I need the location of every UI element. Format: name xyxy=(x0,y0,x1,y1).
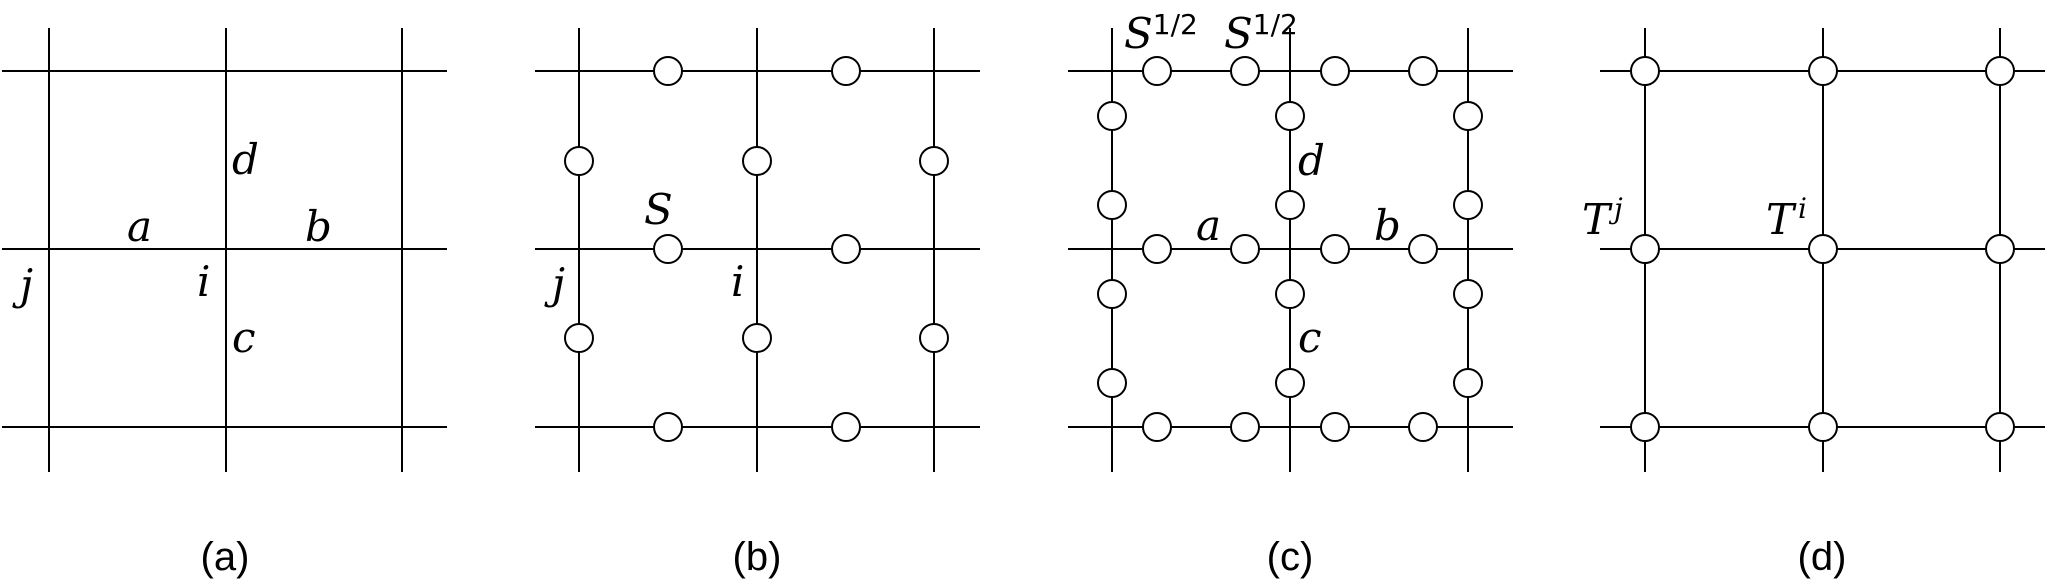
panel-b-node xyxy=(831,56,861,86)
panel-c-node xyxy=(1097,190,1127,220)
panel-c-node xyxy=(1097,368,1127,398)
panel-b-caption: (b) xyxy=(733,535,782,579)
panel-c-label-S-half-1: S1/2 xyxy=(1124,8,1198,58)
panel-d-label-Ti-base: T xyxy=(1766,195,1797,244)
panel-c-label-S-half-2-base: S xyxy=(1224,9,1253,58)
panel-c-node xyxy=(1230,412,1260,442)
panel-a-label-a: a xyxy=(127,202,152,251)
panel-c-node xyxy=(1320,234,1350,264)
panel-d-node xyxy=(1985,234,2015,264)
panel-c-node xyxy=(1230,56,1260,86)
panel-d-label-Tj-base: T xyxy=(1582,195,1613,244)
panel-c-node xyxy=(1408,234,1438,264)
panel-b-node xyxy=(919,323,949,353)
panel-a-label-b: b xyxy=(305,202,332,251)
panel-c: S1/2 S1/2 d a b c (c) xyxy=(1068,8,1513,579)
panel-b-node xyxy=(653,412,683,442)
panel-d-node xyxy=(1808,412,1838,442)
panel-c-nodes xyxy=(1097,56,1483,442)
panel-c-node xyxy=(1275,190,1305,220)
panel-c-node xyxy=(1275,279,1305,309)
panel-a-grid xyxy=(2,28,447,472)
panel-b-nodes xyxy=(564,56,949,442)
panel-d-node xyxy=(1630,56,1660,86)
panel-c-node xyxy=(1453,368,1483,398)
panel-d-node xyxy=(1808,234,1838,264)
panel-a-label-i: i xyxy=(197,257,210,306)
panel-a-label-d: d xyxy=(232,135,259,184)
panel-c-node xyxy=(1320,412,1350,442)
panel-c-node xyxy=(1097,101,1127,131)
panel-d-node xyxy=(1985,56,2015,86)
panel-c-caption: (c) xyxy=(1267,535,1314,579)
panel-d-node xyxy=(1808,56,1838,86)
panel-c-node xyxy=(1408,56,1438,86)
panel-c-node xyxy=(1275,101,1305,131)
panel-d-node xyxy=(1985,412,2015,442)
panel-c-node xyxy=(1408,412,1438,442)
panel-a-label-j: j xyxy=(12,260,33,309)
panel-c-grid xyxy=(1068,28,1513,472)
panel-c-node xyxy=(1142,56,1172,86)
panel-c-label-b: b xyxy=(1374,201,1401,250)
panel-a-caption: (a) xyxy=(201,535,250,579)
panel-d-label-Ti-sup: i xyxy=(1798,192,1807,225)
panel-b: S j i (b) xyxy=(535,28,980,579)
panel-c-label-a: a xyxy=(1196,201,1221,250)
panel-c-node xyxy=(1453,279,1483,309)
panel-c-node xyxy=(1230,234,1260,264)
panel-b-node xyxy=(919,146,949,176)
panel-c-node xyxy=(1320,56,1350,86)
panel-c-label-c: c xyxy=(1298,313,1322,362)
panel-c-node xyxy=(1142,234,1172,264)
panel-c-label-S-half-1-base: S xyxy=(1124,9,1153,58)
panel-b-node xyxy=(831,412,861,442)
panel-c-label-S-half-1-exponent: 1/2 xyxy=(1153,8,1198,41)
panel-b-node xyxy=(831,234,861,264)
panel-b-node xyxy=(564,323,594,353)
panel-c-node xyxy=(1453,101,1483,131)
panel-a: d a b j i c (a) xyxy=(2,28,447,579)
panel-b-node xyxy=(653,56,683,86)
panel-b-label-j: j xyxy=(544,259,565,308)
panel-b-grid xyxy=(535,28,980,472)
panel-c-label-d: d xyxy=(1298,136,1325,185)
panel-a-label-c: c xyxy=(232,313,256,362)
panel-d-nodes xyxy=(1630,56,2015,442)
panel-c-node xyxy=(1453,190,1483,220)
panel-b-node xyxy=(742,146,772,176)
panel-d-node xyxy=(1630,234,1660,264)
panel-c-label-S-half-2: S1/2 xyxy=(1224,8,1298,58)
panel-b-label-S: S xyxy=(644,185,673,234)
panel-c-node xyxy=(1097,279,1127,309)
panel-c-label-S-half-2-exponent: 1/2 xyxy=(1253,8,1298,41)
panel-b-node xyxy=(653,234,683,264)
panel-b-label-i: i xyxy=(731,257,744,306)
panel-d-caption: (d) xyxy=(1798,535,1847,579)
panel-d-node xyxy=(1630,412,1660,442)
panel-d-label-Tj-sup: j xyxy=(1608,192,1623,225)
panel-b-node xyxy=(742,323,772,353)
panel-c-node xyxy=(1142,412,1172,442)
panel-b-node xyxy=(564,146,594,176)
panel-c-node xyxy=(1275,368,1305,398)
